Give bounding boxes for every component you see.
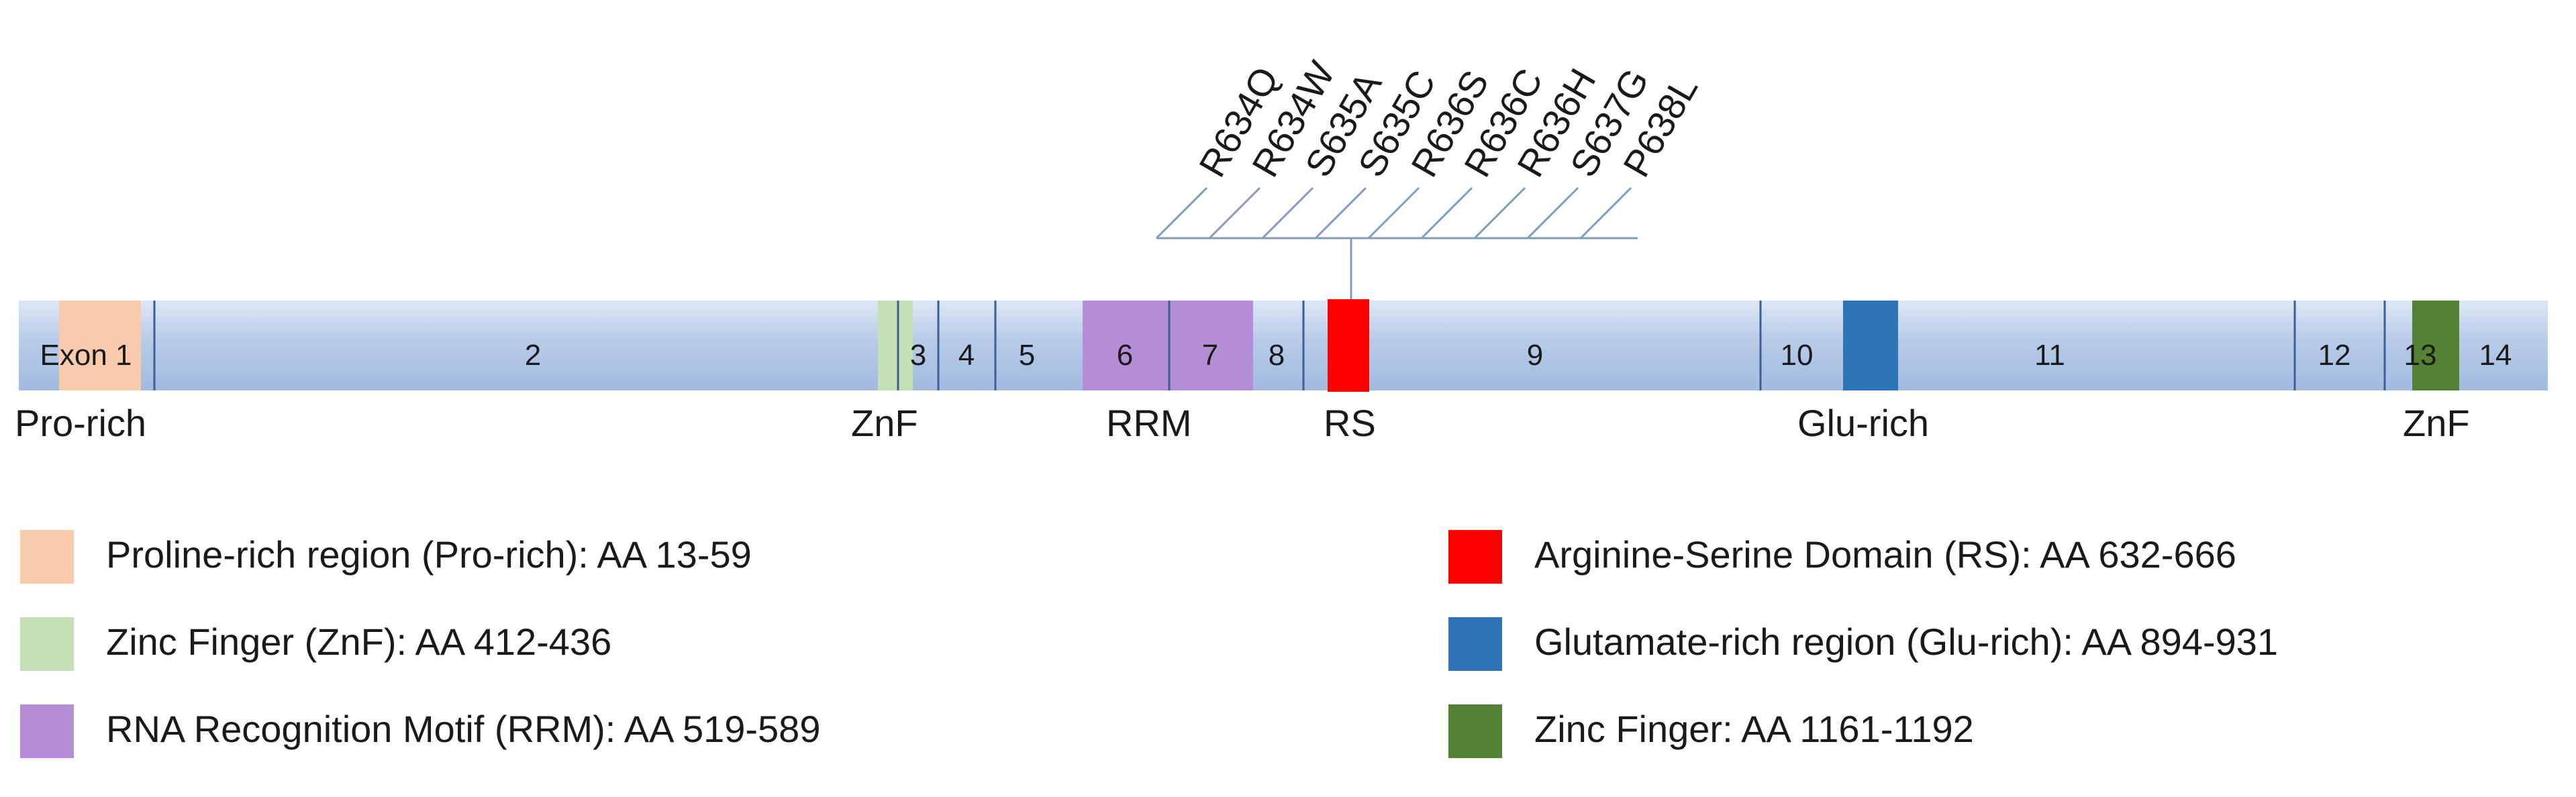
legend-label: Arginine-Serine Domain (RS): AA 632-666 [1534,533,2236,576]
exon-labels: Exon 1 2 3 4 5 6 7 8 9 10 11 12 13 14 [40,339,2512,372]
exon-label: 2 [525,339,541,372]
domain-label-znf: ZnF [851,402,918,444]
exon-label: 8 [1269,339,1285,372]
legend-label: Zinc Finger: AA 1161-1192 [1534,708,1974,750]
leader-tick [1579,187,1632,240]
legend-label: Zinc Finger (ZnF): AA 412-436 [106,621,612,663]
exon-label: 12 [2318,339,2351,372]
domain-labels: Pro-rich ZnF RRM RS Glu-rich ZnF [15,402,2470,444]
znf-domain-1 [878,301,913,390]
legend-swatch [20,530,74,584]
legend-label: RNA Recognition Motif (RRM): AA 519-589 [106,708,821,750]
leader-tick [1155,187,1208,240]
exon-label: 7 [1202,339,1218,372]
leader-tick [1261,187,1314,240]
pro-rich-domain [59,301,141,390]
gene-structure-diagram: R634Q R634W S635A S635C R636S R636C R636… [15,54,2548,444]
legend-label: Proline-rich region (Pro-rich): AA 13-59 [106,533,752,576]
exon-label: 10 [1781,339,1814,372]
leader-tick [1420,187,1473,240]
legend-swatch [20,617,74,671]
exon-label: 5 [1019,339,1035,372]
glu-rich-domain [1843,301,1898,390]
rrm-domain [1083,301,1253,390]
rs-domain [1328,299,1369,392]
exon-label: 13 [2404,339,2437,372]
domain-label-rrm: RRM [1106,402,1192,444]
leader-tick [1526,187,1579,240]
legend-label: Glutamate-rich region (Glu-rich): AA 894… [1534,621,2279,663]
exon-label: Exon 1 [40,339,132,372]
leader-tick [1367,187,1420,240]
exon-label: 11 [2034,339,2065,372]
leader-tick [1473,187,1526,240]
exon-label: 9 [1527,339,1543,372]
legend-swatch [1448,530,1502,584]
leader-tick [1208,187,1261,240]
domain-label-znf-c: ZnF [2403,402,2470,444]
exon-label: 4 [958,339,975,372]
znf-domain-2 [2412,301,2459,390]
domain-label-glu-rich: Glu-rich [1797,402,1929,444]
mutation-labels: R634Q R634W S635A S635C R636S R636C R636… [1191,54,1706,184]
domain-label-rs: RS [1324,402,1376,444]
mutation-leader-lines [1155,187,1638,299]
leader-tick [1314,187,1367,240]
exon-bar [19,301,2548,390]
exon-label: 14 [2479,339,2512,372]
legend-swatch [1448,617,1502,671]
domain-label-pro-rich: Pro-rich [15,402,146,444]
legend-swatch [1448,704,1502,758]
exon-label: 3 [910,339,926,372]
legend-swatch [20,704,74,758]
exon-label: 6 [1117,339,1133,372]
exon-boundaries [153,301,2386,390]
